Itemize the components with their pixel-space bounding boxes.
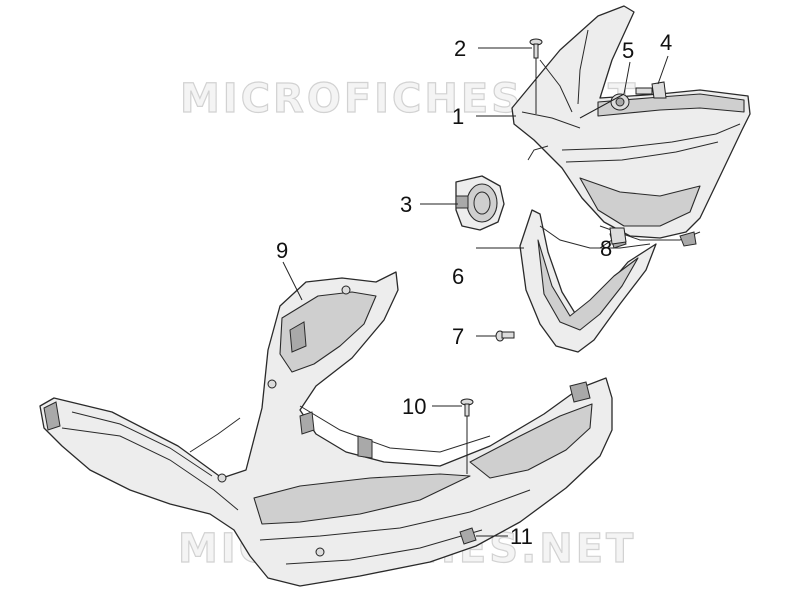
callout-11: 11 bbox=[510, 524, 533, 549]
callout-4: 4 bbox=[660, 30, 672, 55]
part-9-footboard bbox=[39, 271, 613, 587]
part-10-screw-icon bbox=[460, 398, 474, 417]
part-1-front-shield bbox=[511, 5, 751, 247]
part-11-nut-icon bbox=[459, 527, 477, 545]
part-5-grommet-icon bbox=[610, 93, 630, 111]
callout-5: 5 bbox=[622, 38, 634, 63]
part-4-bolt-icon bbox=[635, 81, 667, 99]
callout-7: 7 bbox=[452, 324, 464, 349]
part-7-screw-icon bbox=[495, 330, 515, 342]
callout-2: 2 bbox=[454, 36, 466, 61]
callout-6: 6 bbox=[452, 264, 464, 289]
part-3-connector bbox=[455, 175, 505, 231]
callout-1: 1 bbox=[452, 104, 464, 129]
part-8-clip-icon bbox=[609, 227, 627, 245]
callout-8: 8 bbox=[600, 236, 612, 261]
callout-10: 10 bbox=[402, 394, 426, 419]
leader-lines bbox=[282, 47, 669, 537]
part-2-screw-icon bbox=[529, 38, 543, 59]
callout-9: 9 bbox=[276, 238, 288, 263]
callout-3: 3 bbox=[400, 192, 412, 217]
